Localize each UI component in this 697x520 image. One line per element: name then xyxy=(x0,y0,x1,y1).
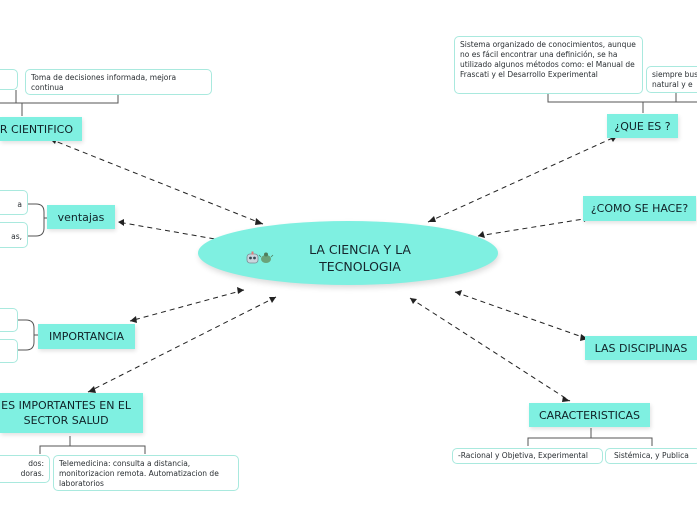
topic-cientifico[interactable]: R CIENTIFICO xyxy=(0,117,82,141)
edge-salud xyxy=(87,296,277,393)
note-que-es-definicion: Sistema organizado de conocimientos, aun… xyxy=(454,36,643,94)
tree-importancia xyxy=(18,319,40,351)
edge-disciplinas xyxy=(454,291,589,340)
note-ventajas-1: a xyxy=(0,190,28,215)
topic-importancia[interactable]: IMPORTANCIA xyxy=(38,324,135,349)
edge-que-es xyxy=(427,135,618,223)
tree-salud xyxy=(39,436,146,454)
tree-que-es xyxy=(547,93,697,113)
note-salud-telemedicina: Telemedicina: consulta a distancia, moni… xyxy=(53,455,239,491)
central-topic-ellipse[interactable] xyxy=(198,221,498,285)
edge-cientifico xyxy=(49,138,264,225)
central-topic-title: LA CIENCIA Y LA TECNOLOGIA xyxy=(309,242,411,274)
note-cientifico-decisiones: Toma de decisiones informada, mejora con… xyxy=(25,69,212,95)
note-cientifico-left xyxy=(0,69,18,90)
topic-ventajas[interactable]: ventajas xyxy=(47,205,115,229)
note-importancia-2 xyxy=(0,339,18,363)
tree-cientifico xyxy=(0,90,119,116)
robot-bug-icon xyxy=(246,251,274,264)
note-importancia-1 xyxy=(0,308,18,332)
note-ventajas-2: as, xyxy=(0,222,28,248)
note-caract-racional: -Racional y Objetiva, Experimental xyxy=(452,448,603,464)
tree-ventajas xyxy=(28,203,48,237)
topic-caracteristicas[interactable]: CARACTERISTICAS xyxy=(529,403,650,427)
topic-que-es[interactable]: ¿QUE ES ? xyxy=(607,114,678,138)
note-caract-sistemica: Sistémica, y Publica xyxy=(605,448,697,464)
edge-importancia xyxy=(129,289,245,322)
edge-caracteristicas xyxy=(409,297,571,402)
note-salud-left: dos: doras. xyxy=(0,455,50,483)
tree-caracteristicas xyxy=(527,428,653,446)
topic-como-se-hace[interactable]: ¿COMO SE HACE? xyxy=(583,196,696,221)
topic-las-disciplinas[interactable]: LAS DISCIPLINAS xyxy=(585,336,697,360)
topic-salud[interactable]: ES IMPORTANTES EN EL SECTOR SALUD xyxy=(0,393,143,433)
edge-como xyxy=(477,217,591,237)
note-que-es-extra: siempre bus natural y e xyxy=(646,66,697,93)
